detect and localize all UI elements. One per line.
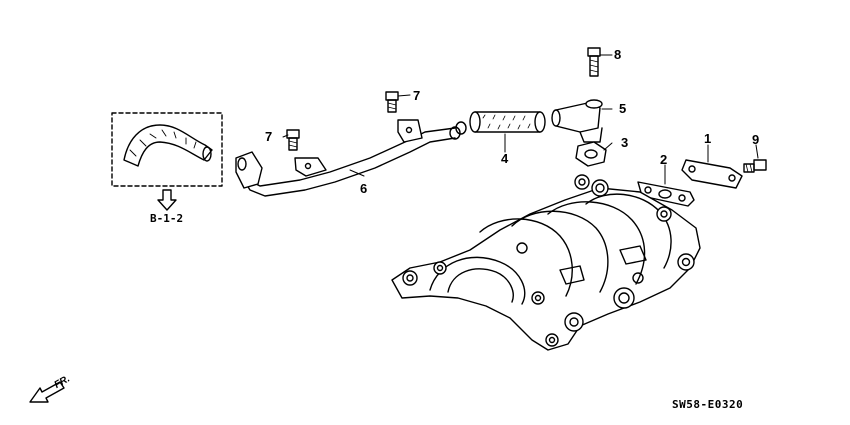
connector-5 xyxy=(551,99,603,143)
cover-plate-1 xyxy=(681,159,743,189)
diagram-code: SW58-E0320 xyxy=(672,398,744,411)
bolt-7-upper xyxy=(385,91,399,113)
callout-6: 6 xyxy=(360,181,368,196)
callout-5: 5 xyxy=(619,101,627,116)
gasket-2 xyxy=(637,181,695,207)
callout-2: 2 xyxy=(660,152,668,167)
callout-1: 1 xyxy=(704,131,712,146)
bolt-7-lower xyxy=(286,129,300,151)
intake-manifold xyxy=(391,174,701,351)
callout-3: 3 xyxy=(621,135,629,150)
callout-9: 9 xyxy=(752,132,760,147)
callout-7-lower: 7 xyxy=(265,129,273,144)
callout-8: 8 xyxy=(614,47,622,62)
callout-4: 4 xyxy=(501,151,509,166)
hose-4 xyxy=(469,111,546,133)
water-pipe xyxy=(235,119,467,197)
fr-arrow-icon xyxy=(29,381,65,403)
reference-label: B-1-2 xyxy=(150,212,184,225)
reference-box xyxy=(111,112,223,187)
leader-lines xyxy=(282,54,759,185)
bolt-8 xyxy=(587,47,601,77)
callout-7-upper: 7 xyxy=(413,88,421,103)
gasket-3 xyxy=(575,141,607,167)
bolt-9 xyxy=(743,159,767,173)
down-arrow-icon xyxy=(157,189,177,211)
hose-segment xyxy=(123,124,213,167)
